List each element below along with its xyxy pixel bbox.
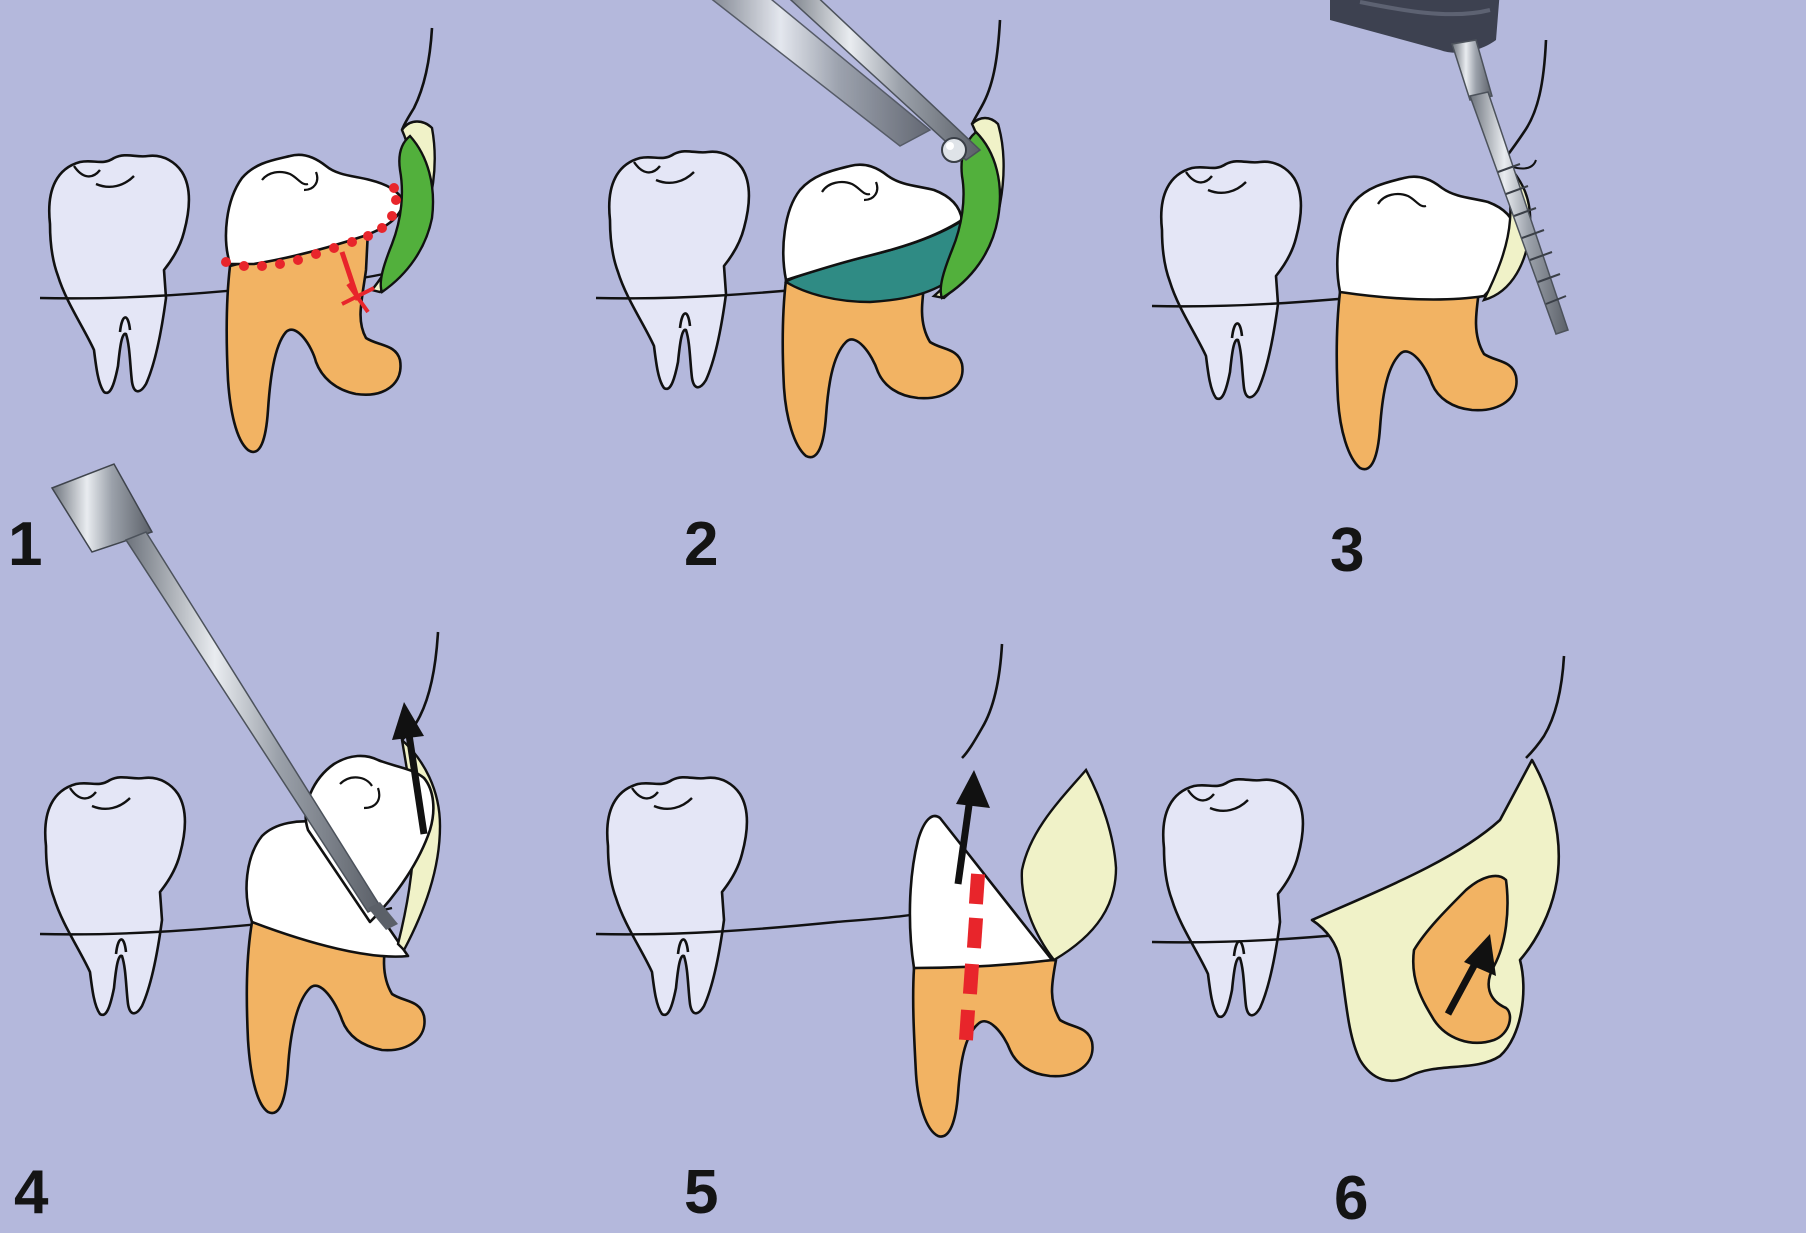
step-5-panel — [596, 644, 1116, 1137]
step-number-5: 5 — [684, 1162, 718, 1224]
step-number-6: 6 — [1334, 1168, 1368, 1230]
step-number-3: 3 — [1330, 520, 1364, 582]
step-number-4: 4 — [14, 1162, 48, 1224]
step-6-panel — [1152, 656, 1564, 1081]
step-1-panel — [40, 28, 435, 452]
step-4-panel — [40, 464, 440, 1113]
step-3-panel — [1152, 0, 1568, 469]
step-2-panel — [596, 0, 1004, 457]
step-number-1: 1 — [8, 514, 42, 576]
step-number-2: 2 — [684, 514, 718, 576]
